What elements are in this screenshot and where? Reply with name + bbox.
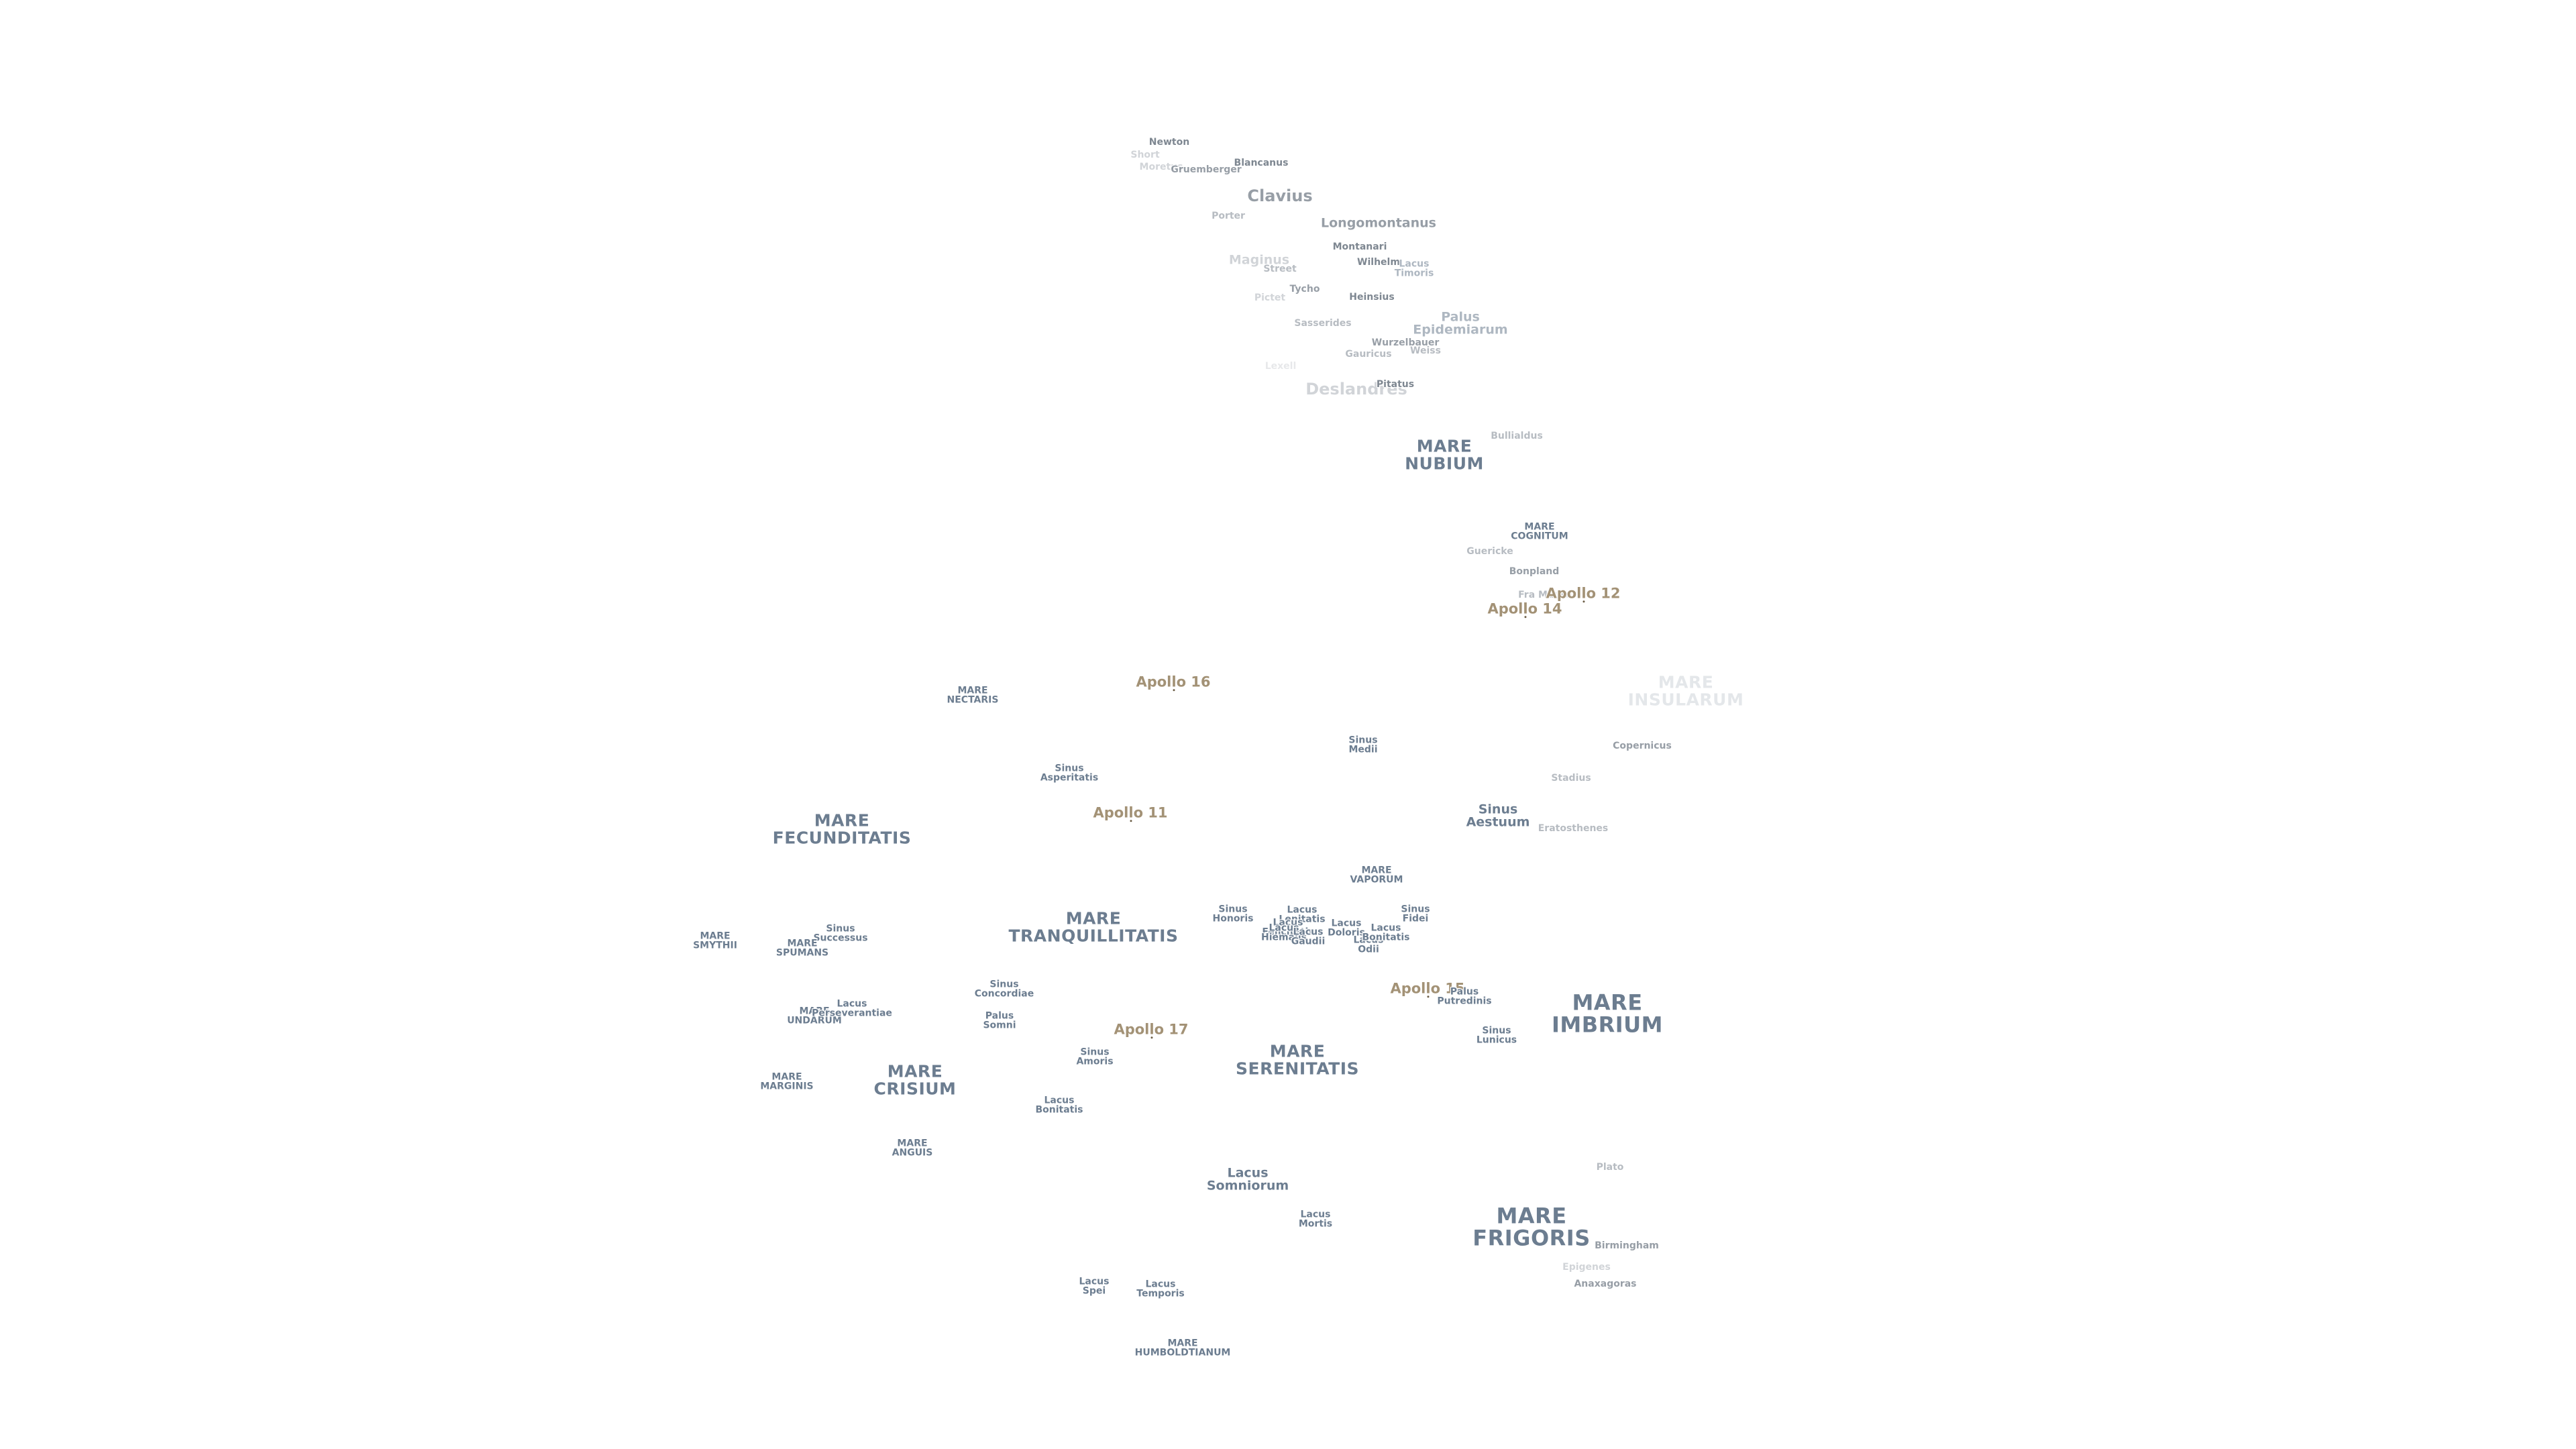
label-fra-mauro: Fra Mauro bbox=[1518, 589, 1572, 600]
label-bullialdus: Bullialdus bbox=[1491, 430, 1543, 441]
apollo-12-site[interactable]: Apollo 12 bbox=[1546, 585, 1621, 604]
label-lacus-mortis: Lacus Mortis bbox=[1298, 1209, 1333, 1230]
label-deslandres: Deslandres bbox=[1305, 379, 1407, 398]
label-pictet: Pictet bbox=[1254, 292, 1286, 303]
label-lacus-perseverantiae: Lacus Perseverantiae bbox=[812, 998, 892, 1019]
label-tycho: Tycho bbox=[1289, 283, 1320, 294]
label-longomontanus: Longomontanus bbox=[1321, 215, 1436, 231]
label-clavius: Clavius bbox=[1247, 186, 1313, 205]
label-sinus-aestuum: Sinus Aestuum bbox=[1466, 802, 1530, 830]
label-epigenes: Epigenes bbox=[1562, 1261, 1611, 1273]
label-lacus-lenitatis: Lacus Lenitatis bbox=[1279, 904, 1326, 925]
label-pitatus: Pitatus bbox=[1376, 378, 1415, 390]
label-sinus-medii: Sinus Medii bbox=[1348, 735, 1378, 755]
label-lacus-gaudii: Lacus Gaudii bbox=[1291, 926, 1326, 947]
label-birmingham: Birmingham bbox=[1595, 1240, 1659, 1251]
label-lacus-spei: Lacus Spei bbox=[1079, 1276, 1110, 1297]
label-sinus-amoris: Sinus Amoris bbox=[1076, 1046, 1114, 1067]
label-guericke: Guericke bbox=[1466, 545, 1513, 557]
label-sinus-asperitatis: Sinus Asperitatis bbox=[1040, 763, 1099, 784]
label-mare-imbrium: MARE IMBRIUM bbox=[1551, 989, 1664, 1037]
label-lexell: Lexell bbox=[1265, 360, 1297, 372]
label-mare-nectaris: MARE NECTARIS bbox=[947, 685, 999, 706]
apollo-16-site[interactable]: Apollo 16 bbox=[1136, 674, 1211, 692]
label-heinsius: Heinsius bbox=[1349, 291, 1395, 303]
label-wilhelm: Wilhelm bbox=[1357, 256, 1400, 268]
label-lacus-felicitatis: Lacus Felicitatis bbox=[1262, 917, 1314, 938]
label-wurzelbauer: Wurzelbauer bbox=[1371, 337, 1440, 348]
label-palus-epidemiarum: Palus Epidemiarum bbox=[1413, 309, 1508, 337]
apollo-14-site[interactable]: Apollo 14 bbox=[1487, 600, 1562, 619]
label-newton: Newton bbox=[1148, 136, 1190, 148]
label-bonpland: Bonpland bbox=[1509, 566, 1560, 577]
label-lacus-somniorum: Lacus Somniorum bbox=[1206, 1165, 1289, 1193]
label-sinus-concordiae: Sinus Concordiae bbox=[974, 979, 1034, 1000]
label-montanari: Montanari bbox=[1332, 241, 1387, 252]
label-sinus-successus: Sinus Successus bbox=[813, 923, 868, 944]
label-plato: Plato bbox=[1596, 1161, 1624, 1173]
label-mare-nubium: MARE NUBIUM bbox=[1405, 436, 1484, 473]
label-mare-cognitum: MARE COGNITUM bbox=[1511, 521, 1568, 542]
label-mare-humboldtianum: MARE HUMBOLDTIANUM bbox=[1134, 1338, 1231, 1358]
label-sinus-lunicus: Sinus Lunicus bbox=[1476, 1025, 1517, 1046]
label-mare-serenitatis: MARE SERENITATIS bbox=[1235, 1041, 1360, 1078]
apollo-15-site[interactable]: Apollo 15 bbox=[1390, 980, 1465, 999]
label-palus-putredinis: Palus Putredinis bbox=[1437, 986, 1492, 1007]
label-lacus-hiemalis: Lacus Hiemalis bbox=[1261, 922, 1307, 943]
label-mare-marginis: MARE MARGINIS bbox=[760, 1071, 814, 1092]
apollo-17-site[interactable]: Apollo 17 bbox=[1114, 1021, 1189, 1040]
label-sinus-fidei: Sinus Fidei bbox=[1401, 904, 1430, 924]
label-lacus-bonitatis-2: Lacus Bonitatis bbox=[1362, 922, 1410, 943]
label-copernicus: Copernicus bbox=[1613, 740, 1672, 751]
apollo-11-site[interactable]: Apollo 11 bbox=[1093, 804, 1168, 823]
label-stadius: Stadius bbox=[1551, 772, 1591, 784]
label-gauricus: Gauricus bbox=[1345, 348, 1392, 360]
label-sinus-honoris: Sinus Honoris bbox=[1212, 904, 1254, 924]
label-mare-smythii: MARE SMYTHII bbox=[693, 930, 737, 951]
label-short: Short bbox=[1130, 149, 1160, 160]
label-street: Street bbox=[1263, 263, 1297, 274]
label-mare-insularum: MARE INSULARUM bbox=[1627, 672, 1744, 709]
label-mare-fecunditatis: MARE FECUNDITATIS bbox=[772, 810, 912, 847]
label-mare-frigoris: MARE FRIGORIS bbox=[1472, 1203, 1591, 1250]
label-mare-undarum: MARE UNDARUM bbox=[787, 1006, 842, 1026]
label-mare-spumans: MARE SPUMANS bbox=[775, 938, 829, 959]
label-lacus-timoris: Lacus Timoris bbox=[1394, 258, 1434, 279]
label-weiss: Weiss bbox=[1410, 345, 1441, 356]
label-lacus-doloris: Lacus Doloris bbox=[1328, 918, 1365, 938]
label-lacus-temporis: Lacus Temporis bbox=[1136, 1279, 1185, 1299]
label-mare-tranquillitatis: MARE TRANQUILLITATIS bbox=[1008, 908, 1179, 945]
label-maginus: Maginus bbox=[1228, 252, 1290, 268]
label-eratosthenes: Eratosthenes bbox=[1538, 822, 1609, 834]
label-lacus-odii: Lacus Odii bbox=[1353, 934, 1384, 955]
label-lacus-bonitatis: Lacus Bonitatis bbox=[1035, 1095, 1083, 1116]
label-anaxagoras: Anaxagoras bbox=[1574, 1278, 1637, 1289]
label-moretus: Moretus bbox=[1139, 161, 1183, 172]
label-mare-anguis: MARE ANGUIS bbox=[892, 1138, 933, 1159]
label-mare-vaporum: MARE VAPORUM bbox=[1350, 865, 1403, 885]
label-mare-crisium: MARE CRISIUM bbox=[873, 1061, 957, 1098]
label-palus-somni: Palus Somni bbox=[983, 1010, 1016, 1031]
label-gruemberger: Gruemberger bbox=[1171, 164, 1242, 175]
label-porter: Porter bbox=[1212, 210, 1245, 221]
label-sasserides: Sasserides bbox=[1294, 317, 1352, 329]
label-blancanus: Blancanus bbox=[1234, 157, 1289, 168]
